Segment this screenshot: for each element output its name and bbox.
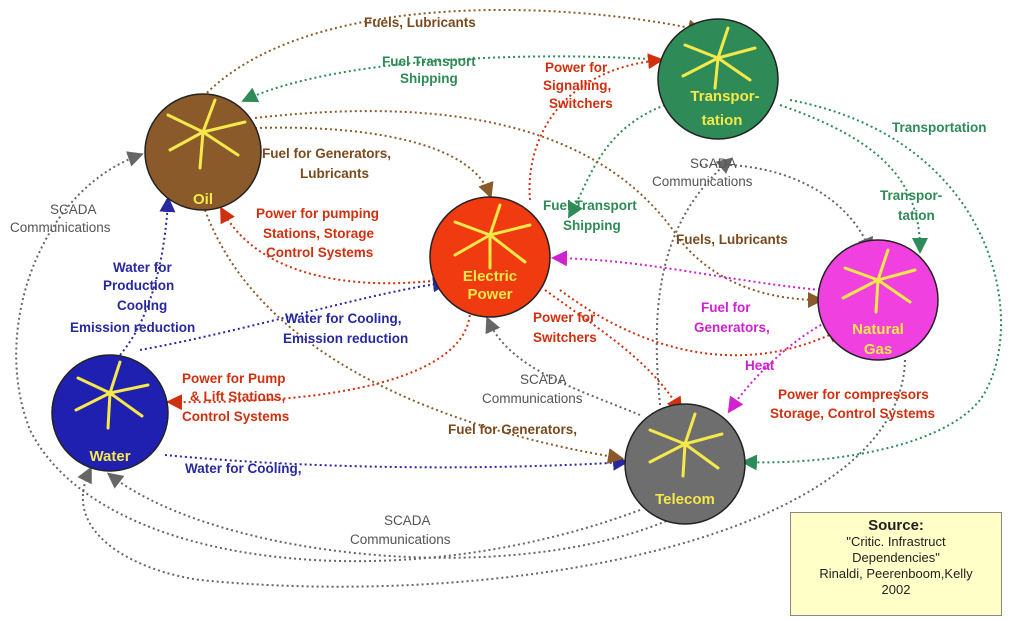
- node-transportation: Transpor- tation: [657, 18, 779, 140]
- label-scada-left-1: SCADA: [50, 202, 97, 217]
- edge-telecom-water-scada: [106, 472, 681, 559]
- label-fuel-gen-heat-3: Heat: [745, 358, 775, 373]
- natural-gas-label-2: Gas: [864, 341, 892, 358]
- transportation-label-1: Transpor-: [690, 88, 759, 105]
- label-scada-lower-2: Communications: [482, 391, 583, 406]
- label-fuel-gen-heat-2: Generators,: [694, 320, 770, 335]
- label-water-production-2: Production: [103, 278, 174, 293]
- label-water-production-1: Water for: [113, 260, 172, 275]
- edge-gas-electric-fuel: [551, 250, 821, 291]
- label-water-cooling-emission-1: Water for Cooling,: [285, 311, 402, 326]
- natural-gas-label-1: Natural: [852, 321, 904, 338]
- electric-label-2: Power: [467, 286, 512, 303]
- transportation-label-2: tation: [702, 112, 743, 129]
- edge-oil-telecom-fuel: [204, 209, 624, 464]
- transportation-star-icon: [681, 26, 757, 90]
- telecom-label: Telecom: [655, 491, 715, 508]
- label-fuel-gen-heat-1: Fuel for: [701, 300, 751, 315]
- label-shipping-2: Shipping: [563, 218, 621, 233]
- label-water-production-3: Cooling: [117, 298, 167, 313]
- label-fuels-lubricants-mid: Fuels, Lubricants: [676, 232, 788, 247]
- edge-electric-telecom-power: [544, 289, 683, 414]
- label-power-pumping-2: Stations, Storage: [263, 226, 375, 241]
- label-fuels-lubricants-top: Fuels, Lubricants: [364, 15, 476, 30]
- label-fuel-transport-1: Fuel Transport: [382, 54, 476, 69]
- source-line-1: "Critic. Infrastruct: [846, 534, 946, 549]
- edge-water-oil-water: [119, 196, 176, 356]
- node-telecom: Telecom: [624, 403, 746, 525]
- label-power-compressors-2: Storage, Control Systems: [770, 406, 935, 421]
- label-power-compressors-1: Power for compressors: [778, 387, 929, 402]
- label-transportation-right: Transportation: [892, 120, 987, 135]
- edge-oil-electric-fuel: [254, 126, 494, 199]
- label-scada-left-2: Communications: [10, 220, 111, 235]
- natural-gas-star-icon: [841, 248, 917, 314]
- edge-water-telecom-water: [164, 454, 629, 471]
- water-label: Water: [89, 448, 130, 465]
- source-line-4: 2002: [881, 582, 911, 597]
- label-scada-center-2: Communications: [652, 174, 753, 189]
- node-natural-gas: Natural Gas: [817, 239, 939, 361]
- source-box: Source: "Critic. Infrastruct Dependencie…: [790, 512, 1002, 616]
- label-fuel-generators-lower: Fuel for Generators,: [448, 422, 577, 437]
- label-power-pump-lift-1: Power for Pump: [182, 371, 286, 386]
- node-oil: Oil: [144, 93, 262, 211]
- label-power-pump-lift-2: & Lift Stations,: [190, 389, 285, 404]
- node-water: Water: [51, 354, 169, 472]
- label-water-cooling-emission-2: Emission reduction: [283, 331, 408, 346]
- label-scada-center-1: SCADA: [690, 156, 737, 171]
- edge-telecom-gas-scada: [699, 163, 873, 254]
- source-title: Source:: [868, 517, 924, 534]
- telecom-star-icon: [648, 412, 724, 478]
- oil-star-icon: [166, 98, 247, 170]
- edge-electric-oil-power: [220, 206, 441, 285]
- label-power-switchers-1: Power for: [533, 310, 596, 325]
- electric-star-icon: [453, 203, 532, 270]
- label-power-pump-lift-3: Control Systems: [182, 409, 289, 424]
- edge-oil-transport-fuels: [199, 8, 704, 101]
- electric-label-1: Electric: [463, 268, 517, 285]
- label-water-cooling: Water for Cooling,: [185, 461, 302, 476]
- label-transportation-gas-2: tation: [898, 208, 935, 223]
- label-power-switchers-2: Switchers: [533, 330, 597, 345]
- label-scada-bottom-1: SCADA: [384, 513, 431, 528]
- label-scada-lower-1: SCADA: [520, 372, 567, 387]
- label-fuel-generators-1: Fuel for Generators,: [262, 146, 391, 161]
- edge-oil-gas-fuels: [254, 110, 824, 308]
- label-shipping-1: Shipping: [400, 71, 458, 86]
- label-fuel-transport-2: Fuel Transport: [543, 198, 637, 213]
- edge-transport-electric-shipping: [568, 104, 666, 219]
- water-star-icon: [74, 360, 150, 430]
- label-scada-bottom-2: Communications: [350, 532, 451, 547]
- edge-transport-oil-shipping: [241, 55, 666, 103]
- oil-label: Oil: [193, 191, 213, 208]
- label-power-signalling-3: Switchers: [549, 96, 613, 111]
- label-power-signalling-1: Power for: [545, 60, 608, 75]
- label-transportation-gas-1: Transpor-: [880, 188, 942, 203]
- label-power-pumping-3: Control Systems: [266, 245, 373, 260]
- label-fuel-generators-2: Lubricants: [300, 166, 369, 181]
- label-power-signalling-2: Signalling,: [543, 78, 611, 93]
- edge-gas-telecom-fuel: [727, 319, 831, 414]
- label-power-pumping-1: Power for pumping: [256, 206, 379, 221]
- label-water-production-4: Emission reduction: [70, 320, 195, 335]
- edge-transport-telecom: [741, 99, 1003, 471]
- node-electric-power: Electric Power: [429, 196, 551, 318]
- edge-telecom-transport-scada: [655, 157, 734, 406]
- source-line-3: Rinaldi, Peerenboom,Kelly: [819, 566, 973, 581]
- source-line-2: Dependencies": [852, 550, 940, 565]
